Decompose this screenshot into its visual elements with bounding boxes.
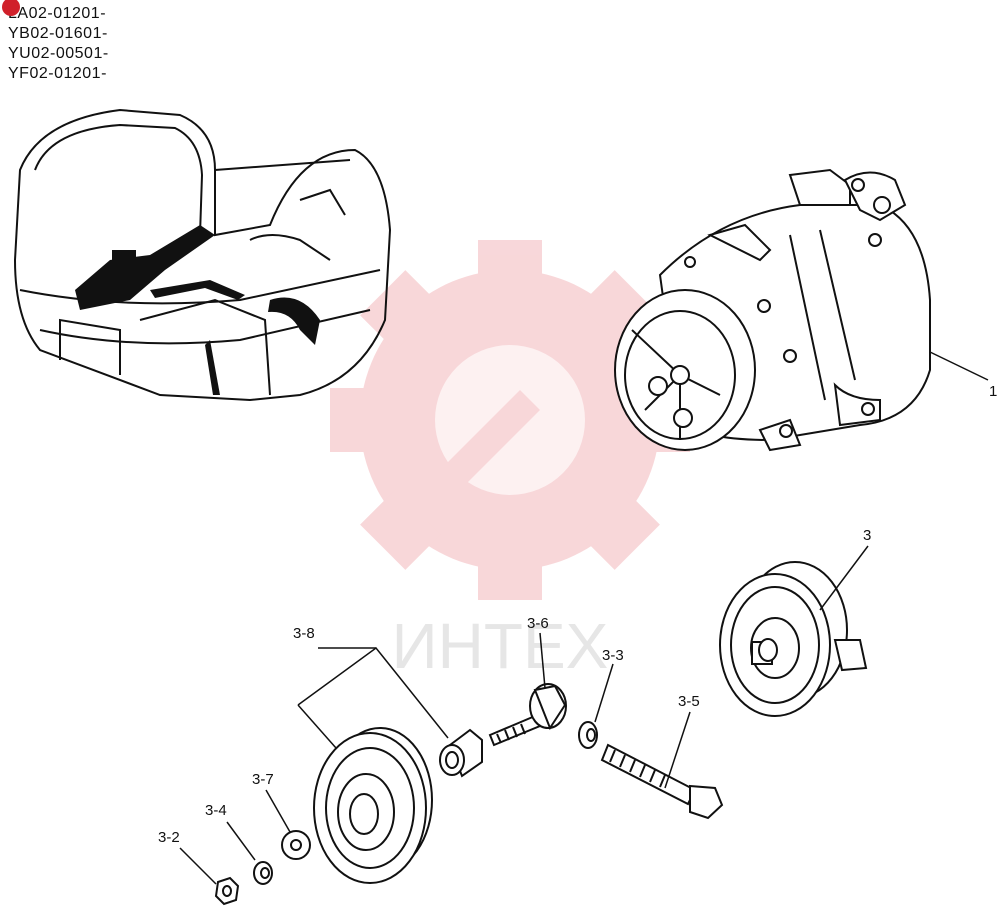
washer-a-illustration [578,721,598,749]
serial-range: YB02-01601- [8,25,108,42]
compressor-illustration [614,168,931,452]
watermark-text: ИНТЕХ [392,610,609,682]
harness-illustration [75,225,320,395]
long-bolt-illustration [600,743,724,820]
callout-3-4: 3-4 [205,802,227,819]
callout-3-8: 3-8 [293,625,315,642]
spacer-illustration [439,728,483,778]
nut-illustration [214,876,240,906]
callout-3: 3 [863,527,871,544]
short-bolt-illustration [488,683,567,747]
spring-washer-illustration [253,861,273,885]
callout-3-6: 3-6 [527,615,549,632]
washer-b-illustration [281,830,311,860]
marker-badge [2,0,20,16]
serial-range: YF02-01201- [8,65,107,82]
callout-3-5: 3-5 [678,693,700,710]
serial-range-list: LA02-01201- YB02-01601- YU02-00501- YF02… [2,0,109,84]
callout-3-2: 3-2 [158,829,180,846]
serial-range: LA02-01201- [8,5,107,22]
machine-cabin-illustration [13,108,392,402]
idler-pulley-illustration [313,727,433,884]
pulley-illustration [719,561,868,717]
callout-3-3: 3-3 [602,647,624,664]
callout-1: 1 [989,383,997,400]
leader-lines [179,351,989,885]
serial-range: YU02-00501- [8,45,109,62]
callout-3-7: 3-7 [252,771,274,788]
